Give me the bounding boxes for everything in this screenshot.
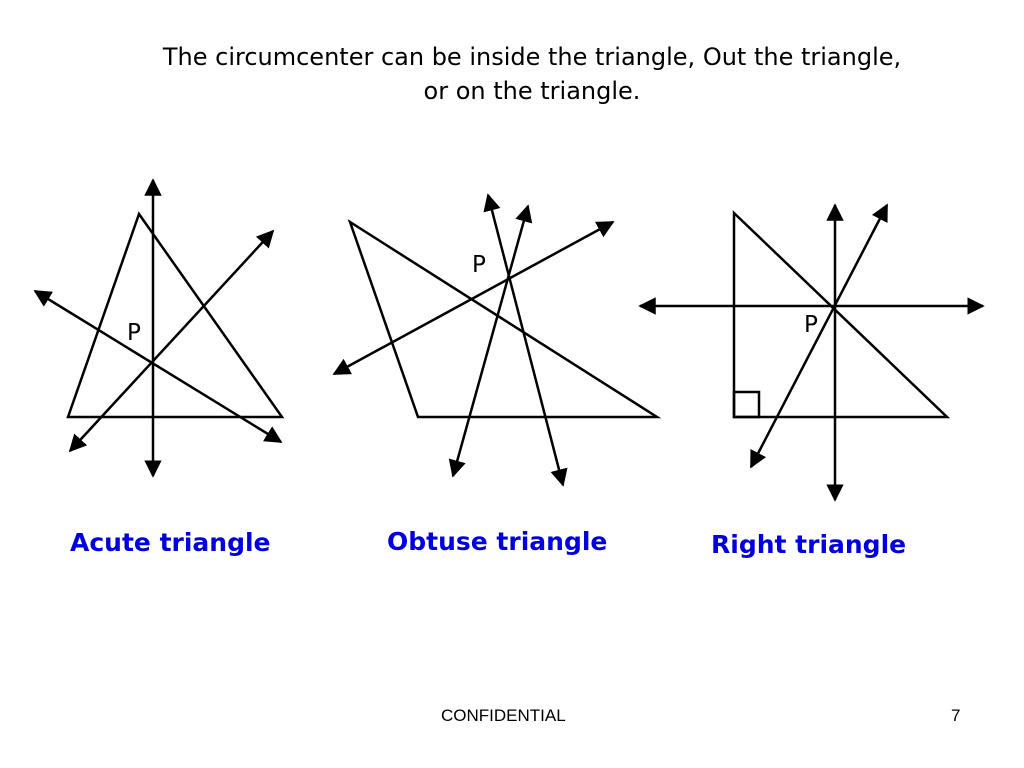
obtuse-point-label: P <box>472 252 486 278</box>
footer-page-number: 7 <box>951 706 961 725</box>
right-triangle <box>732 210 951 419</box>
right-triangle-diagram: P Right triangle <box>638 203 985 559</box>
acute-triangle <box>66 211 285 419</box>
acute-point-label: P <box>127 320 141 346</box>
slide-title: The circumcenter can be inside the trian… <box>60 40 1004 108</box>
right-point-label: P <box>804 312 818 338</box>
obtuse-bisector-2 <box>448 204 533 478</box>
title-line-2: or on the triangle. <box>423 77 641 105</box>
right-bisector-diagonal <box>749 203 889 469</box>
acute-triangle-diagram: P Acute triangle <box>33 178 285 557</box>
obtuse-bisector-3 <box>332 220 615 376</box>
obtuse-triangle-diagram: P Obtuse triangle <box>332 193 662 556</box>
obtuse-bisector-1 <box>483 193 568 487</box>
right-caption: Right triangle <box>711 530 906 559</box>
right-angle-marker <box>732 390 761 419</box>
footer-confidential: CONFIDENTIAL <box>441 706 566 725</box>
acute-bisector-right-side <box>68 229 275 453</box>
acute-bisector-left-side <box>33 289 283 444</box>
acute-caption: Acute triangle <box>70 528 271 557</box>
title-line-1: The circumcenter can be inside the trian… <box>162 43 902 71</box>
obtuse-caption: Obtuse triangle <box>387 527 607 556</box>
